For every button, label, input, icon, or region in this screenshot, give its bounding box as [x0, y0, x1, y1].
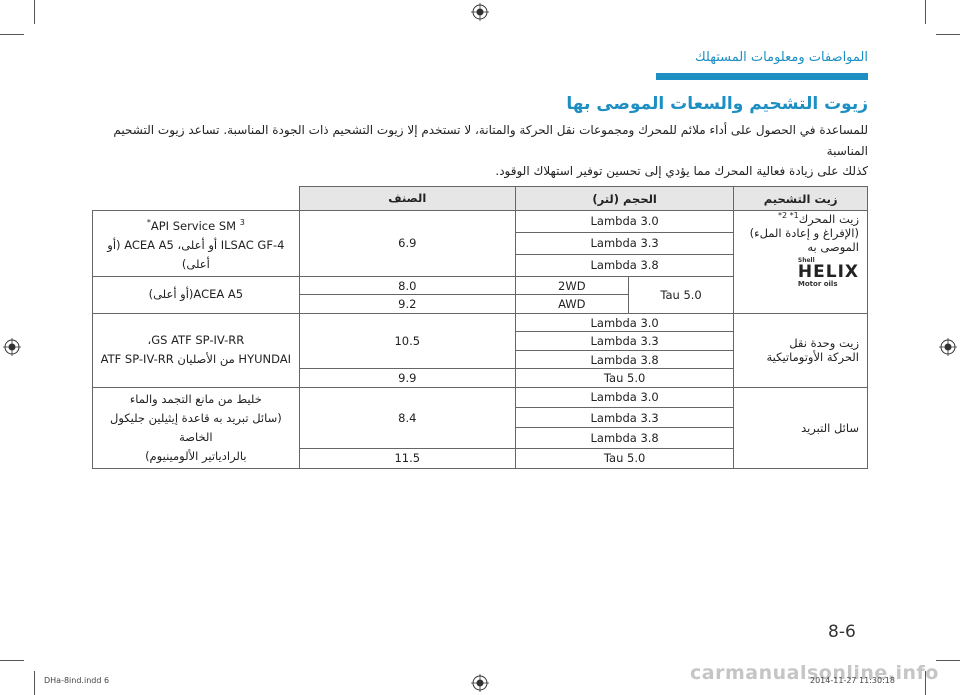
- spec-text: API Service SM: [150, 218, 237, 233]
- table-row: سائل التبريد Lambda 3.0 8.4 خليط من مانع…: [92, 386, 868, 469]
- crop-mark: [0, 34, 24, 35]
- volume-cell: 10.5: [298, 312, 516, 370]
- shell-helix-logo: Shell HELIX Motor oils: [797, 256, 859, 288]
- footnote-marker: 1* 2*: [777, 211, 799, 220]
- table-row: زيت المحرك1* 2* (الإفراغ و إعادة الملء) …: [92, 210, 868, 314]
- spec-text: ILSAC GF-4 أو أعلى، ACEA A5 (أو أعلى): [107, 237, 285, 271]
- spec-text: بالرادياتير الألومينيوم): [145, 448, 247, 463]
- engine-cell: Lambda 3.0: [514, 210, 735, 233]
- table-row: Lambda 3.3: [93, 331, 868, 351]
- spec-text: GS ATF SP-IV-RR،: [147, 333, 245, 348]
- atf-name-cell: زيت وحدة نقل الحركة الأوتوماتيكية: [733, 312, 868, 388]
- footer-timestamp: 2014-11-27 11:30:18: [810, 676, 895, 685]
- crop-mark: [0, 660, 24, 661]
- logo-helix-text: HELIX: [797, 261, 859, 282]
- engine-cell: Lambda 3.3: [514, 331, 735, 351]
- engine-cell: Tau 5.0: [514, 447, 735, 469]
- registration-mark-icon: [471, 674, 489, 692]
- engine-cell: Lambda 3.3: [514, 407, 735, 429]
- watermark: carmanualsonline.info: [690, 662, 939, 684]
- registration-mark-icon: [939, 338, 957, 356]
- logo-shell-text: Shell: [797, 256, 815, 264]
- volume-cell: 8.0: [298, 275, 516, 296]
- spec-cell: GS ATF SP-IV-RR، HYUNDAI من الأصليان ATF…: [92, 312, 300, 388]
- drive-cell: AWD: [514, 294, 629, 314]
- section-divider: [656, 73, 868, 80]
- atf-name: الحركة الأوتوماتيكية: [766, 350, 859, 365]
- atf-name: زيت وحدة نقل: [789, 336, 859, 351]
- header-spec: الصنف: [298, 186, 516, 211]
- engine-cell: Lambda 3.8: [514, 253, 735, 277]
- engine-cell: Lambda 3.0: [514, 312, 735, 333]
- footnote-marker: 3*: [146, 218, 245, 227]
- crop-mark: [925, 671, 926, 695]
- table-row: زيت وحدة نقل الحركة الأوتوماتيكية Lambda…: [92, 312, 868, 388]
- page-number: 8-6: [828, 622, 856, 642]
- volume-cell: 6.9: [298, 210, 516, 277]
- engine-oil-recommended: الموصى به: [807, 239, 859, 254]
- header-volume: الحجم (لتر): [514, 186, 735, 211]
- engine-cell: Lambda 3.0: [514, 386, 735, 409]
- crop-mark: [925, 0, 926, 24]
- crop-mark: [34, 671, 35, 695]
- volume-cell: 8.4: [298, 386, 516, 449]
- crop-mark: [936, 660, 960, 661]
- header-lubricant: زيت التشحيم: [733, 186, 868, 211]
- registration-mark-icon: [471, 3, 489, 21]
- volume-cell: 11.5: [298, 447, 516, 469]
- paragraph-line: كذلك على زيادة فعالية المحرك مما يؤدي إل…: [495, 164, 868, 178]
- paragraph-line: للمساعدة في الحصول على أداء ملائم للمحرك…: [113, 123, 868, 158]
- table-row: Tau 5.0 11.5: [93, 447, 868, 469]
- engine-cell: Tau 5.0: [627, 275, 735, 314]
- table-row: Tau 5.0 9.9: [93, 368, 868, 388]
- lubricants-table: زيت التشحيم الحجم (لتر) الصنف زيت المحرك…: [92, 186, 868, 469]
- table-row: Lambda 3.8: [93, 253, 868, 277]
- engine-cell: Lambda 3.8: [514, 349, 735, 370]
- engine-oil-name: زيت المحرك: [798, 211, 859, 226]
- spec-cell: API Service SM 3* ILSAC GF-4 أو أعلى، AC…: [92, 210, 300, 277]
- table-row: Tau 5.0 2WD 8.0 ACEA A5(أو أعلى): [92, 275, 868, 314]
- table-row: Lambda 3.8: [93, 427, 868, 449]
- footer-file-name: DHa-8ind.indd 6: [44, 676, 110, 685]
- crop-mark: [34, 0, 35, 24]
- spec-text: HYUNDAI من الأصليان ATF SP-IV-RR: [100, 352, 292, 367]
- volume-cell: 9.9: [298, 368, 516, 388]
- section-title: المواصفات ومعلومات المستهلك: [694, 50, 868, 65]
- spec-cell: خليط من مانع التجمد والماء (سائل تبريد ب…: [92, 386, 300, 469]
- spec-text: (سائل تبريد به قاعدة إيثيلين جليكول الخا…: [109, 410, 282, 444]
- volume-cell: 9.2: [298, 294, 516, 314]
- table-header-row: زيت التشحيم الحجم (لتر) الصنف: [93, 186, 868, 211]
- registration-mark-icon: [3, 338, 21, 356]
- engine-cell: Lambda 3.3: [514, 231, 735, 255]
- engine-cell: Lambda 3.8: [514, 427, 735, 449]
- engine-oil-name-note: (الإفراغ و إعادة الملء): [749, 225, 859, 240]
- engine-oil-name-cell: زيت المحرك1* 2* (الإفراغ و إعادة الملء) …: [733, 210, 868, 314]
- engine-cell: Tau 5.0: [514, 368, 735, 388]
- crop-mark: [936, 34, 960, 35]
- drive-cell: 2WD: [514, 275, 629, 296]
- logo-motor-oils-text: Motor oils: [797, 279, 838, 288]
- coolant-name-cell: سائل التبريد: [733, 386, 868, 469]
- page-heading: زيوت التشحيم والسعات الموصى بها: [566, 94, 868, 114]
- spec-cell: ACEA A5(أو أعلى): [92, 275, 300, 314]
- table-row: Lambda 3.8: [93, 349, 868, 370]
- spec-text: خليط من مانع التجمد والماء: [129, 391, 262, 406]
